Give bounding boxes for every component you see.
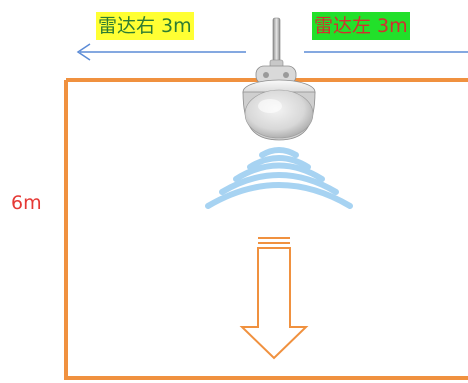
down-arrow-icon bbox=[239, 237, 309, 360]
height-dimension-label: 6m bbox=[11, 192, 42, 214]
radar-right-label: 雷达右 3m bbox=[96, 12, 194, 40]
dimension-arrow-right bbox=[76, 43, 246, 61]
signal-wave-icon bbox=[205, 147, 353, 209]
radar-sensor-icon bbox=[242, 17, 316, 141]
radar-left-label: 雷达左 3m bbox=[312, 12, 410, 40]
